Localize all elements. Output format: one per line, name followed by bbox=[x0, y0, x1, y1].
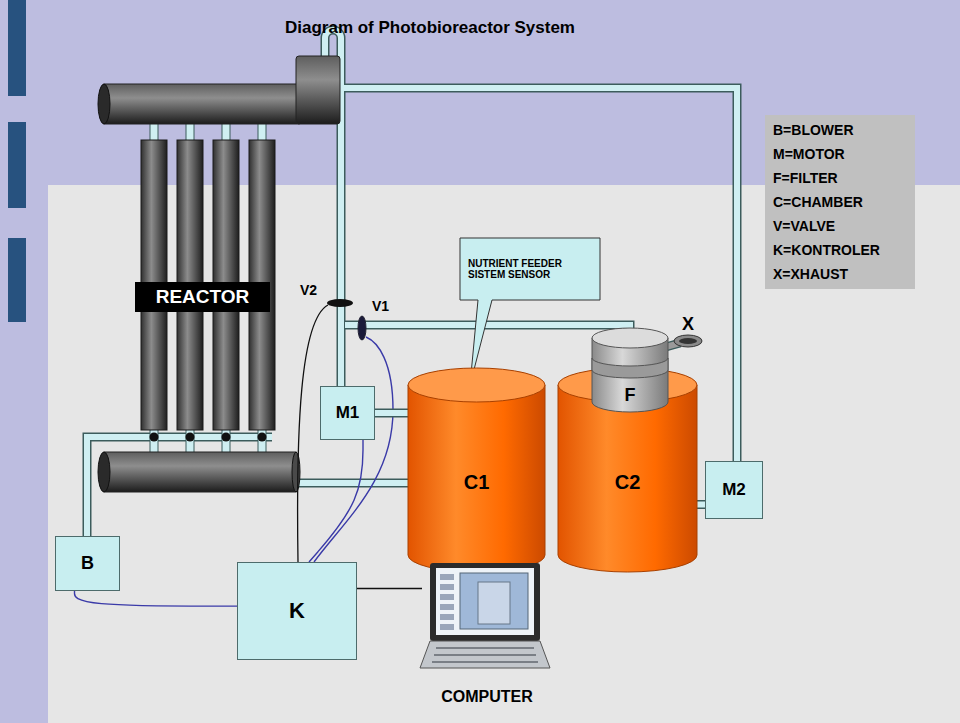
node-text: B bbox=[81, 553, 94, 574]
laptop-screen bbox=[436, 568, 534, 635]
chamber-tank: C1 bbox=[408, 368, 545, 572]
screen-icon bbox=[440, 604, 454, 610]
wire-line bbox=[75, 591, 238, 606]
pipe-outline bbox=[697, 500, 705, 509]
tank-body bbox=[408, 385, 545, 572]
tank-outline bbox=[408, 368, 545, 572]
computer-unit: COMPUTER bbox=[422, 560, 552, 710]
exhaust-label: X bbox=[682, 314, 694, 335]
screen-icon bbox=[440, 584, 454, 590]
node-text: NUTRIENT FEEDER SISTEM SENSOR bbox=[468, 258, 592, 281]
side-tab bbox=[8, 0, 26, 96]
legend-entry: K=KONTROLER bbox=[773, 238, 880, 262]
tank-body bbox=[558, 385, 697, 572]
motor-box: M1 bbox=[320, 386, 375, 440]
node-text: C1 bbox=[464, 471, 490, 494]
node-text: REACTOR bbox=[156, 286, 250, 308]
reactor-top-manifold bbox=[98, 56, 340, 124]
motor-box: M2 bbox=[705, 461, 763, 519]
legend-entry: M=MOTOR bbox=[773, 142, 845, 166]
wire-line bbox=[357, 588, 422, 589]
legend-entry: B=BLOWER bbox=[773, 118, 854, 142]
filter-top bbox=[592, 328, 668, 348]
valve-symbol bbox=[358, 316, 366, 340]
laptop-frame bbox=[430, 563, 540, 641]
screen-icon bbox=[440, 624, 454, 630]
legend-entry: F=FILTER bbox=[773, 166, 838, 190]
laptop-base bbox=[420, 641, 550, 668]
legend-entry: X=XHAUST bbox=[773, 262, 848, 286]
blower-box: B bbox=[55, 536, 120, 591]
valve-label: V2 bbox=[300, 282, 317, 298]
node-text: C2 bbox=[615, 471, 641, 494]
pipe-joints bbox=[150, 433, 267, 442]
signal-wire bbox=[309, 440, 363, 562]
diagram-title: Diagram of Photobioreactor System bbox=[0, 18, 860, 38]
controller-box: K bbox=[237, 562, 357, 660]
node-text: K bbox=[289, 598, 305, 623]
callout-bubble: NUTRIENT FEEDER SISTEM SENSOR bbox=[460, 238, 600, 300]
pipe-outline bbox=[375, 409, 408, 418]
valve-symbol bbox=[327, 299, 353, 307]
laptop-keys bbox=[432, 648, 538, 662]
exhaust-outlet bbox=[679, 338, 697, 344]
tank-top bbox=[408, 368, 545, 402]
filter-body bbox=[592, 338, 668, 412]
screen-icon bbox=[440, 594, 454, 600]
node-text: M1 bbox=[336, 403, 360, 423]
screen-picture bbox=[478, 582, 510, 624]
tank-top bbox=[558, 368, 697, 402]
reactor-bottom-manifold bbox=[98, 452, 300, 492]
filter-band bbox=[592, 358, 668, 378]
screen-icon bbox=[440, 574, 454, 580]
side-tab bbox=[8, 122, 26, 208]
reactor-label: REACTOR bbox=[135, 282, 270, 312]
valve-label: V1 bbox=[372, 298, 389, 314]
side-tab bbox=[8, 238, 26, 322]
signal-wire bbox=[75, 591, 238, 606]
exhaust-outlet bbox=[674, 335, 702, 347]
laptop-icon bbox=[422, 560, 552, 710]
legend-entry: V=VALVE bbox=[773, 214, 835, 238]
pipe-connector bbox=[697, 504, 705, 505]
screen-icon bbox=[440, 614, 454, 620]
node-text: COMPUTER bbox=[441, 688, 533, 706]
wire-line bbox=[309, 440, 363, 562]
signal-wire bbox=[357, 588, 422, 589]
control-wire bbox=[314, 337, 393, 562]
screen-window bbox=[460, 573, 528, 629]
pipe-fill bbox=[375, 410, 408, 416]
pipe-connector bbox=[375, 413, 408, 414]
legend-box: B=BLOWERM=MOTORF=FILTERC=CHAMBERV=VALVEK… bbox=[765, 115, 915, 289]
callout-shape bbox=[460, 238, 600, 385]
node-text: M2 bbox=[722, 480, 746, 500]
legend-entry: C=CHAMBER bbox=[773, 190, 863, 214]
node-text: F bbox=[625, 385, 636, 406]
filter-unit: F bbox=[592, 328, 668, 412]
pipe-fill bbox=[697, 502, 705, 508]
